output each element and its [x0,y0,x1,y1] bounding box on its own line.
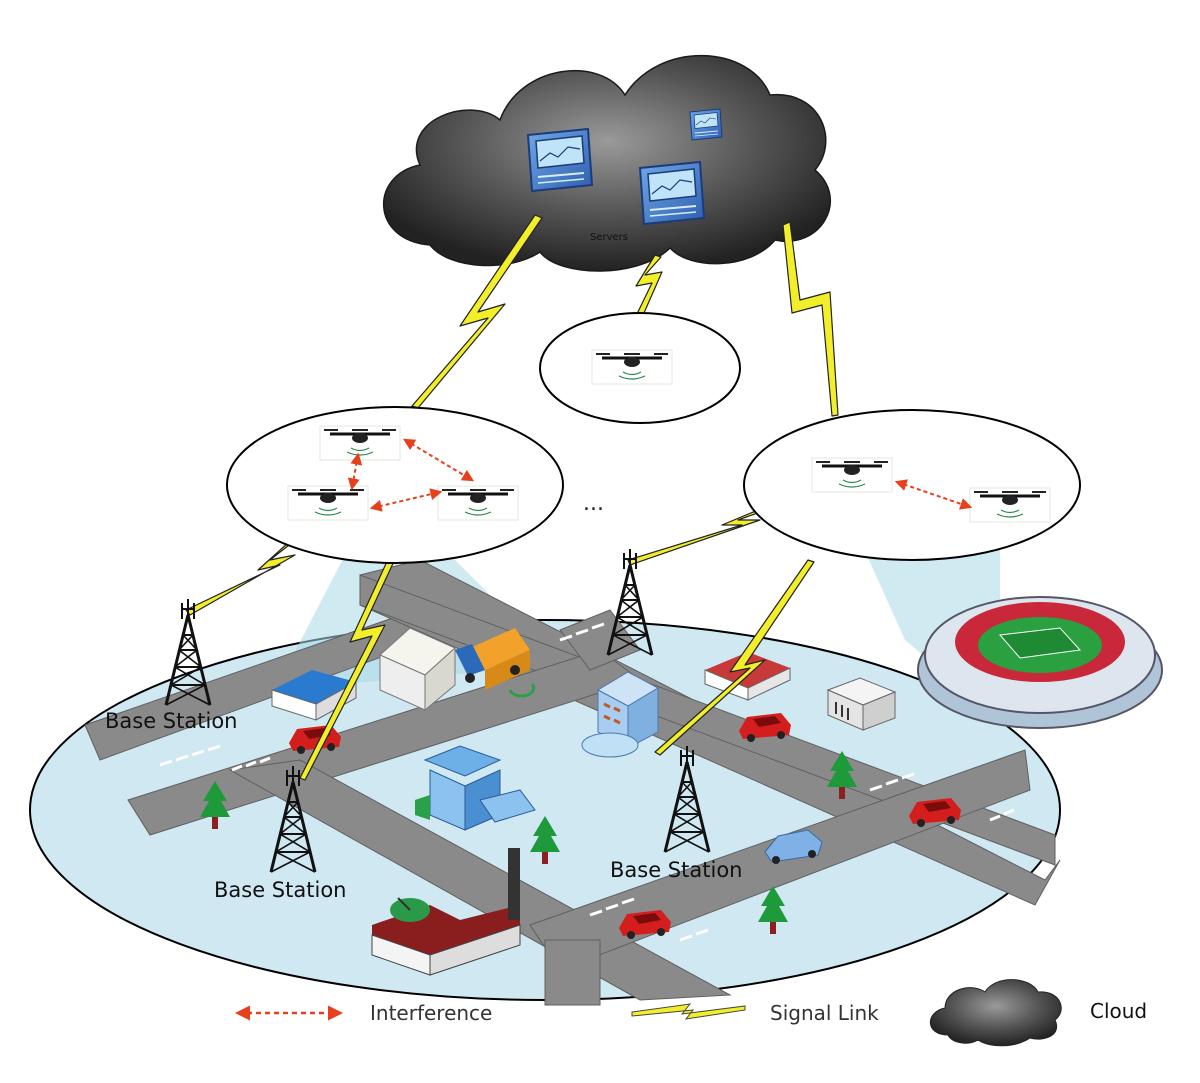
server-icon [527,128,593,192]
drone-icon [286,484,370,522]
building-office-glass [581,671,660,758]
base-station-label: Base Station [214,878,346,902]
crosswalks [159,622,1015,942]
drone-icon [968,486,1052,524]
server-icon [639,161,705,225]
car-blue [764,829,823,864]
base-station-label: Base Station [105,709,237,733]
uav-cluster-right [743,409,1081,561]
signal-link-legend-label: Signal Link [770,1001,879,1025]
building-warehouse [379,627,456,712]
servers-label: Servers [590,232,628,243]
legend: Interference Signal Link Cloud [235,979,1147,1047]
drone-icon [318,424,402,462]
uav-cluster-middle [539,312,741,424]
ellipsis-text: ... [583,491,604,516]
drone-icon [436,484,520,522]
cloud-legend-icon [929,979,1062,1047]
signal-link-legend-icon [631,1003,746,1020]
delivery-truck [455,628,536,698]
base-station-label: Base Station [610,858,742,882]
stadium [917,596,1163,729]
server-icon [689,108,723,141]
uav-cluster-left [226,406,564,564]
drone-icon [810,456,894,494]
factory [371,848,521,976]
cloud-legend-label: Cloud [1090,999,1147,1023]
interference-legend-label: Interference [370,1001,492,1025]
building-blue-center [415,745,536,831]
drone-icon [590,348,674,386]
building-white-box [826,677,897,731]
